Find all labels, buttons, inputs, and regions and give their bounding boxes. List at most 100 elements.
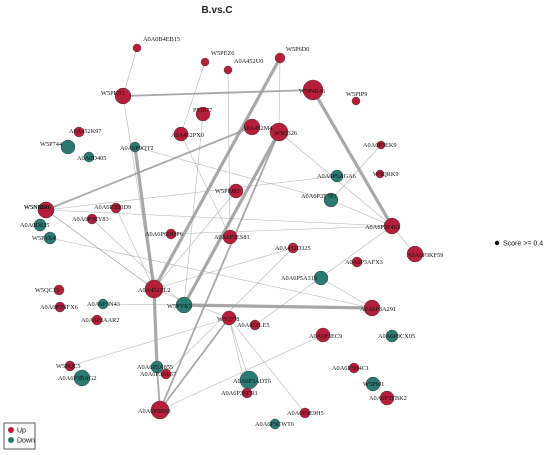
edge-n33-n42 bbox=[320, 277, 373, 309]
label-layer: A0A0B4EB15W5PEZ6A0A452U0W5P6D0W5P4R46W5P… bbox=[20, 36, 443, 428]
node-label-n12: A0A452PX0 bbox=[171, 132, 204, 139]
node-n6 bbox=[114, 87, 132, 105]
node-n29 bbox=[43, 231, 57, 245]
node-n8 bbox=[351, 96, 361, 106]
edge-n30-n34 bbox=[153, 247, 294, 290]
diagram-title: B.vs.C bbox=[201, 5, 232, 16]
node-n39 bbox=[91, 314, 103, 326]
node-label-n13: A0A6P9QT2 bbox=[120, 145, 154, 152]
edge-n25-n34 bbox=[115, 207, 155, 290]
node-n38 bbox=[175, 296, 193, 314]
node-label-n50: A0A6P3ADT6 bbox=[233, 378, 271, 385]
edge-n43-n53 bbox=[159, 334, 324, 411]
score-legend: Score >= 0.4 bbox=[494, 241, 543, 248]
legend-up-label: Up bbox=[17, 428, 26, 435]
node-label-n56: A0A6P3CWT6 bbox=[255, 421, 294, 428]
node-n3 bbox=[223, 65, 233, 75]
node-label-n22: W5NRB6 bbox=[24, 204, 49, 211]
node-n41 bbox=[249, 319, 261, 331]
edge-n40-n53 bbox=[159, 317, 230, 411]
edge-n13-n34 bbox=[133, 146, 156, 290]
node-n40 bbox=[221, 310, 237, 326]
node-n28 bbox=[383, 217, 401, 235]
edge-n53-n16 bbox=[159, 131, 280, 411]
node-label-n3: A0A452U0 bbox=[234, 58, 263, 65]
node-n51 bbox=[241, 387, 253, 399]
node-label-n52: W5P9J1 bbox=[363, 381, 384, 388]
node-n54 bbox=[299, 407, 311, 419]
node-label-n17: A0A6P3EK9 bbox=[363, 142, 397, 149]
edge-n50-n40 bbox=[228, 317, 250, 381]
node-label-n8: W5PIP9 bbox=[346, 91, 367, 98]
edge-n9-n38 bbox=[183, 113, 204, 306]
edge-n18-n22 bbox=[45, 175, 338, 211]
node-n37 bbox=[97, 298, 109, 310]
node-n24 bbox=[86, 213, 98, 225]
node-n49 bbox=[348, 362, 360, 374]
node-label-n23: A0A0D635 bbox=[20, 222, 49, 229]
node-n13 bbox=[129, 141, 141, 153]
edge-n26-n28 bbox=[170, 225, 393, 235]
node-label-n16: W5Q326 bbox=[274, 130, 297, 137]
node-n12 bbox=[173, 126, 189, 142]
node-n2 bbox=[200, 57, 210, 67]
node-label-n14: A0A0D405 bbox=[77, 155, 106, 162]
node-label-n1: A0A0B4EB15 bbox=[143, 36, 180, 43]
edge-n22-n28 bbox=[45, 209, 393, 227]
node-label-n53: A0A6P3R68 bbox=[138, 408, 171, 415]
legend-up-dot bbox=[8, 427, 14, 433]
node-label-n47: A0A6P3A037 bbox=[140, 371, 176, 378]
node-n4 bbox=[274, 52, 286, 64]
node-label-n20: W5P8J83 bbox=[215, 188, 240, 195]
node-label-n18: A0A6P5AGA6 bbox=[317, 173, 356, 180]
node-n19 bbox=[375, 169, 385, 179]
node-n26 bbox=[165, 228, 177, 240]
node-label-n55: A0A6P3TBK2 bbox=[369, 395, 407, 402]
edge-n6-n34 bbox=[122, 95, 155, 290]
node-label-n49: A0A6P3D4C1 bbox=[332, 365, 369, 372]
node-n9 bbox=[195, 106, 211, 122]
edge-n4-n34 bbox=[152, 57, 282, 290]
node-label-n30: A0A452D325 bbox=[275, 245, 311, 252]
node-n25 bbox=[110, 202, 122, 214]
node-n30 bbox=[287, 242, 299, 254]
group-legend: Up Down bbox=[3, 422, 36, 450]
node-label-n2: W5PEZ6 bbox=[211, 50, 234, 57]
node-label-n10: A0A452K97 bbox=[69, 128, 102, 135]
node-n43 bbox=[315, 327, 331, 343]
node-label-n33: A0A6P5A315 bbox=[281, 275, 317, 282]
node-label-n7: W5NMA6 bbox=[24, 204, 51, 211]
node-n47 bbox=[160, 368, 172, 380]
edge-n29-n42 bbox=[49, 237, 373, 309]
node-n56 bbox=[269, 418, 281, 430]
node-n15 bbox=[243, 118, 261, 136]
group-legend-frame bbox=[3, 422, 36, 450]
node-n45 bbox=[64, 360, 76, 372]
edge-n17-n21 bbox=[330, 144, 382, 201]
node-label-n41: A0A452LE5 bbox=[237, 322, 270, 329]
edge-n37-n42 bbox=[102, 303, 373, 309]
node-label-n5: W5P4R46 bbox=[299, 88, 325, 95]
node-label-n19: W5QRK9 bbox=[373, 171, 399, 178]
node-n52 bbox=[365, 376, 381, 392]
node-layer bbox=[33, 43, 424, 430]
node-label-n9: P51877 bbox=[193, 107, 212, 114]
node-label-n27: A0A6P3ES81 bbox=[214, 234, 250, 241]
node-n55 bbox=[379, 390, 395, 406]
node-n5 bbox=[302, 79, 324, 101]
node-label-n38: W5PYK5 bbox=[167, 303, 192, 310]
legend-down-dot bbox=[8, 437, 14, 443]
edge-n45-n40 bbox=[69, 317, 230, 367]
node-label-n51: A0A6P3EC93 bbox=[221, 390, 257, 397]
edge-n20-n34 bbox=[153, 190, 237, 290]
node-label-n11: W5P744 bbox=[40, 141, 63, 148]
node-n10 bbox=[73, 126, 85, 138]
node-n23 bbox=[33, 218, 47, 232]
edge-n2-n12 bbox=[180, 61, 206, 135]
node-n18 bbox=[330, 169, 344, 183]
edge-layer bbox=[45, 47, 416, 414]
node-n44 bbox=[385, 329, 399, 343]
node-label-n42: A0A6P3A291 bbox=[360, 306, 396, 313]
node-n53 bbox=[150, 400, 170, 420]
